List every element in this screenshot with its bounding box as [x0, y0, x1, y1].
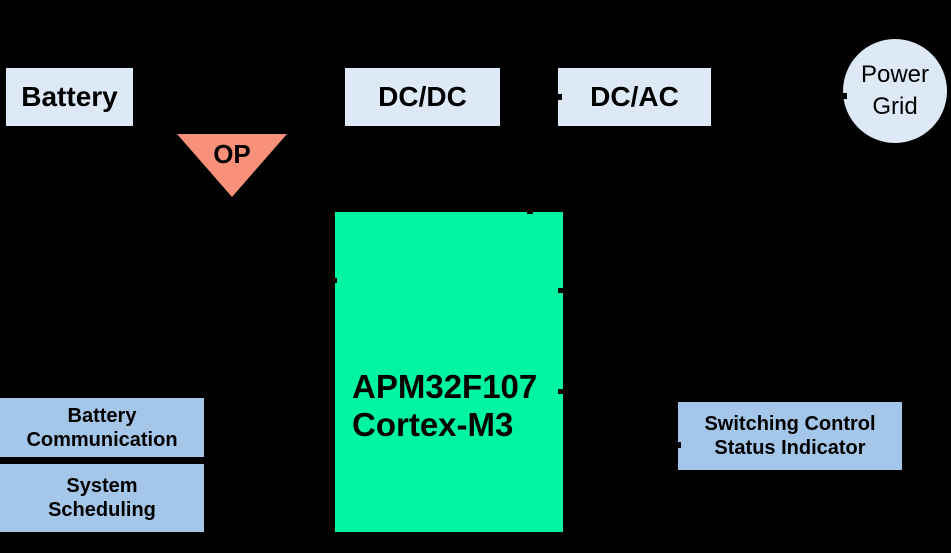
- system-scheduling-label-line1: System: [66, 475, 138, 497]
- system-scheduling-box: System Scheduling: [0, 464, 204, 532]
- switching-indicator-box: Switching Control Status Indicator: [678, 402, 902, 470]
- power-grid-circle: Power Grid: [843, 39, 947, 143]
- op-amp-label: OP: [213, 139, 251, 169]
- arrowhead-mark: [527, 207, 533, 214]
- battery-communication-box: Battery Communication: [0, 398, 204, 457]
- battery-communication-label-line1: Battery: [67, 404, 137, 427]
- dcac-label: DC/AC: [590, 81, 679, 112]
- mcu-label: APM32F107 Cortex-M3: [352, 368, 537, 444]
- arrowhead-mark: [330, 278, 337, 283]
- system-scheduling-label-line2: Scheduling: [48, 499, 156, 521]
- power-grid-label-line2: Grid: [872, 93, 918, 120]
- switching-indicator-label-line2: Status Indicator: [714, 437, 866, 459]
- arrowhead-mark: [841, 93, 847, 99]
- battery-box: Battery: [6, 68, 133, 126]
- power-grid-label-line1: Power: [860, 61, 930, 89]
- switching-indicator-label-line1: Switching Control: [704, 413, 876, 435]
- mcu-box: APM32F107 Cortex-M3: [335, 212, 563, 532]
- dcdc-label: DC/DC: [378, 81, 467, 112]
- battery-communication-label-line2: Communication: [26, 428, 178, 451]
- battery-label: Battery: [21, 81, 118, 112]
- op-amp-triangle: OP: [177, 134, 287, 197]
- arrowhead-mark: [558, 389, 564, 394]
- arrowhead-mark: [674, 442, 681, 448]
- dcac-converter-box: DC/AC: [558, 68, 711, 126]
- mcu-label-line1: APM32F107: [352, 368, 538, 405]
- dcdc-converter-box: DC/DC: [345, 68, 500, 126]
- arrowhead-mark: [556, 94, 562, 100]
- arrowhead-mark: [558, 288, 564, 293]
- mcu-label-line2: Cortex-M3: [352, 406, 514, 443]
